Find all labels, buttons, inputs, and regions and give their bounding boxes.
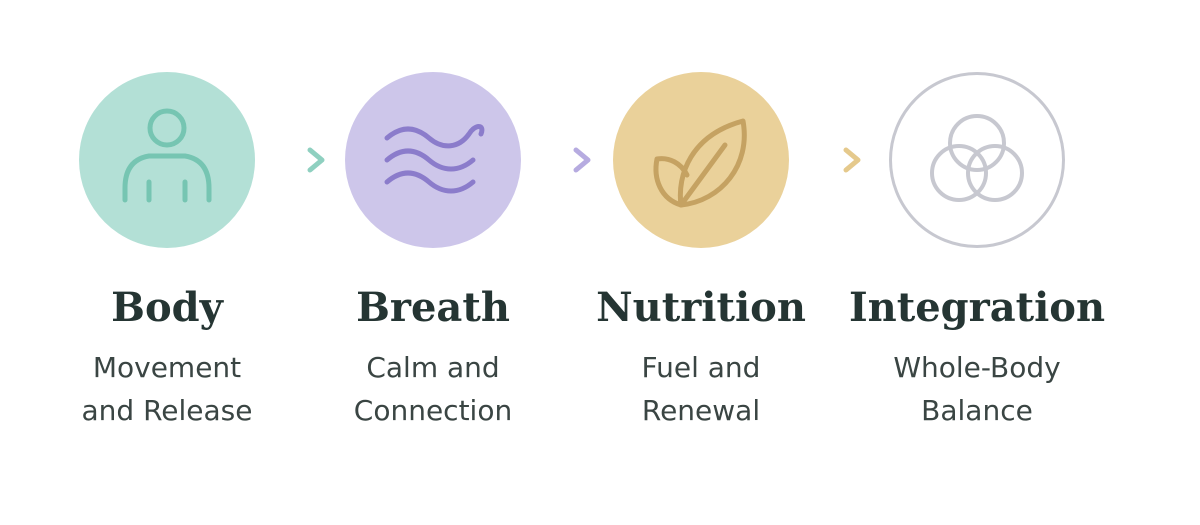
subtitle-line: Fuel and — [641, 351, 761, 384]
arrow-right-icon — [520, 147, 591, 173]
breath-waves-icon — [384, 124, 485, 194]
subtitle-line: Whole-Body — [893, 351, 1061, 384]
step-subtitle: Whole-Body Balance — [847, 346, 1107, 432]
arrow-right-icon — [254, 147, 325, 173]
nutrition-circle — [613, 72, 789, 248]
subtitle-line: and Release — [81, 394, 253, 427]
step-subtitle: Movement and Release — [37, 346, 297, 432]
step-breath: Breath Calm and Connection — [303, 72, 563, 432]
subtitle-line: Connection — [353, 394, 513, 427]
subtitle-line: Movement — [92, 351, 242, 384]
step-title: Nutrition — [596, 284, 806, 331]
step-body: Body Movement and Release — [37, 72, 297, 432]
step-nutrition: Nutrition Fuel and Renewal — [571, 72, 831, 432]
body-circle — [79, 72, 255, 248]
breath-circle — [345, 72, 521, 248]
person-icon — [122, 108, 212, 203]
step-subtitle: Fuel and Renewal — [571, 346, 831, 432]
step-title: Integration — [848, 284, 1106, 331]
step-title: Body — [111, 284, 223, 331]
subtitle-line: Renewal — [641, 394, 761, 427]
step-subtitle: Calm and Connection — [303, 346, 563, 432]
arrow-right-icon — [790, 147, 861, 173]
overlapping-circles-icon — [930, 114, 1024, 202]
leaf-icon — [653, 118, 747, 208]
step-title: Breath — [356, 284, 510, 331]
step-integration: Integration Whole-Body Balance — [847, 72, 1107, 432]
subtitle-line: Balance — [921, 394, 1033, 427]
integration-circle — [889, 72, 1065, 248]
subtitle-line: Calm and — [366, 351, 500, 384]
